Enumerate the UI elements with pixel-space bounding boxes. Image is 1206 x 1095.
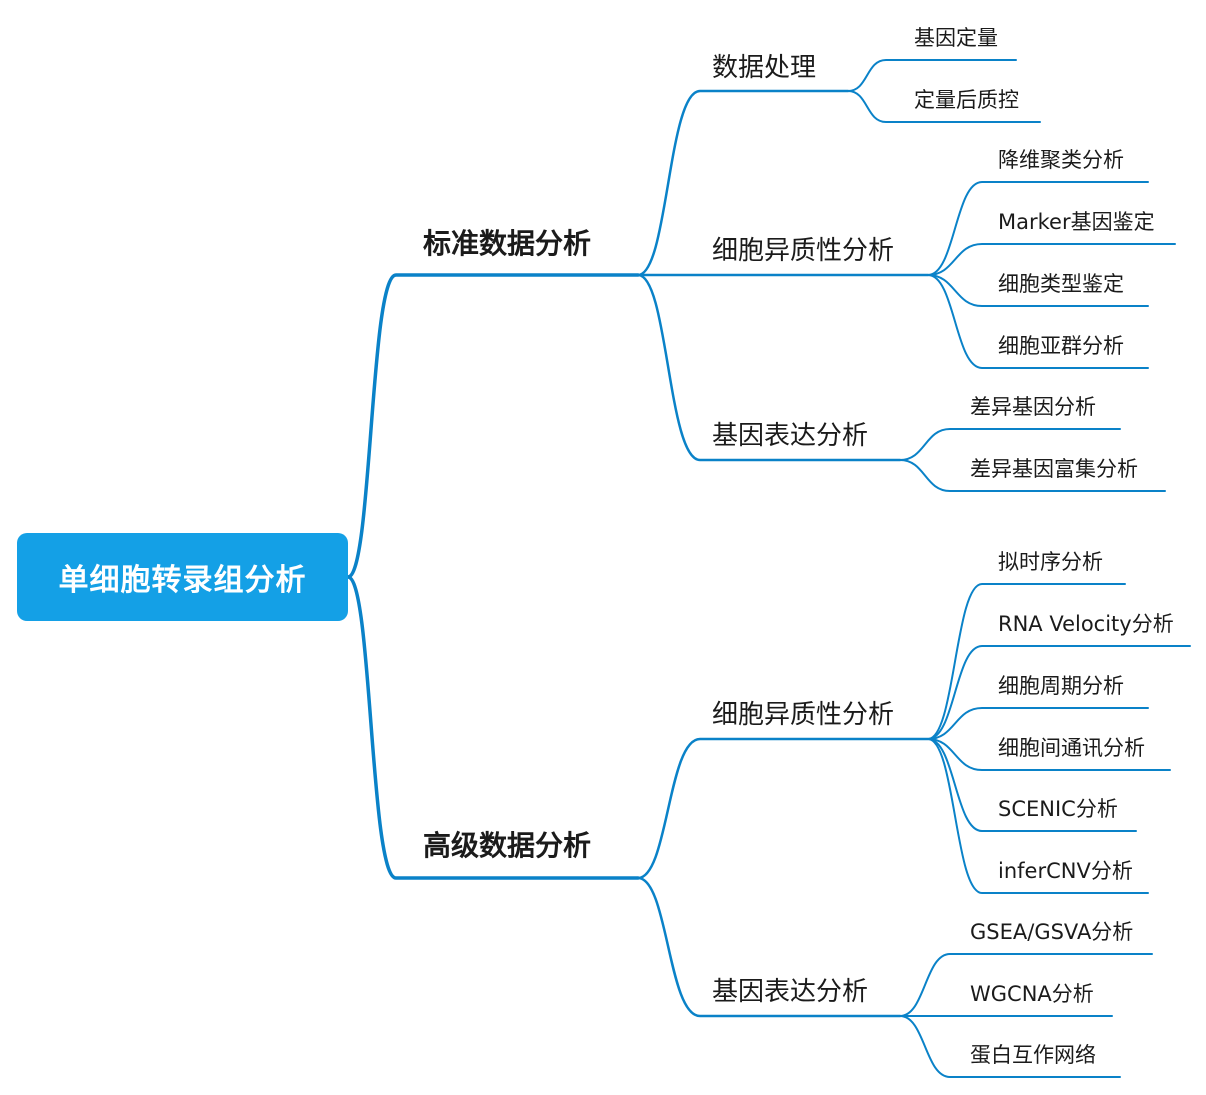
link-pseudotime [927, 583, 1126, 740]
link-standard-expression [636, 273, 902, 462]
node-data-processing[interactable]: 数据处理 [712, 53, 817, 83]
leaf-cell-cycle[interactable]: 细胞周期分析 [998, 674, 1124, 698]
link-gsea [899, 953, 1153, 1017]
node-advanced-expression[interactable]: 基因表达分析 [712, 977, 869, 1007]
leaf-ppi-network[interactable]: 蛋白互作网络 [970, 1043, 1096, 1067]
leaf-gsea-gsva[interactable]: GSEA/GSVA分析 [970, 920, 1134, 944]
branch-standard-analysis[interactable]: 标准数据分析 [423, 227, 592, 260]
link-scenic [927, 738, 1137, 832]
leaf-deg[interactable]: 差异基因分析 [970, 395, 1096, 419]
leaf-infercnv[interactable]: inferCNV分析 [998, 859, 1133, 883]
link-dimred [927, 181, 1149, 276]
link-infercnv [927, 738, 1149, 894]
leaf-rna-velocity[interactable]: RNA Velocity分析 [998, 612, 1174, 636]
link-gene-quant [847, 59, 1017, 92]
link-advanced-heterogeneity [636, 737, 930, 880]
branch-advanced-analysis[interactable]: 高级数据分析 [423, 829, 592, 862]
link-standard-data-processing [636, 89, 850, 277]
leaf-wgcna[interactable]: WGCNA分析 [970, 982, 1094, 1006]
link-celltype [927, 274, 1149, 307]
leaf-marker-gene[interactable]: Marker基因鉴定 [998, 210, 1155, 234]
leaf-gene-quant[interactable]: 基因定量 [914, 26, 998, 50]
link-cellcomm [927, 738, 1171, 771]
link-qc [847, 90, 1041, 123]
node-standard-expression[interactable]: 基因表达分析 [712, 421, 869, 451]
link-ppi [899, 1015, 1121, 1078]
leaf-cell-type[interactable]: 细胞类型鉴定 [998, 272, 1124, 296]
link-marker [927, 243, 1176, 276]
link-subcluster [927, 274, 1149, 369]
leaf-dimred-cluster[interactable]: 降维聚类分析 [998, 148, 1124, 172]
link-root-standard [346, 273, 640, 579]
node-advanced-heterogeneity[interactable]: 细胞异质性分析 [712, 700, 895, 730]
link-advanced-expression [636, 876, 902, 1018]
leaf-post-quant-qc[interactable]: 定量后质控 [914, 88, 1019, 112]
link-rna-velocity [927, 645, 1191, 740]
link-deg-enrich [899, 459, 1166, 492]
leaf-pseudotime[interactable]: 拟时序分析 [998, 550, 1103, 574]
leaf-deg-enrichment[interactable]: 差异基因富集分析 [970, 457, 1138, 481]
link-root-advanced [346, 575, 640, 880]
leaf-cell-communication[interactable]: 细胞间通讯分析 [998, 736, 1145, 760]
leaf-cell-subcluster[interactable]: 细胞亚群分析 [998, 334, 1124, 358]
link-deg [899, 428, 1121, 461]
root-node[interactable]: 单细胞转录组分析 [17, 533, 348, 621]
leaf-scenic[interactable]: SCENIC分析 [998, 797, 1118, 821]
node-standard-heterogeneity[interactable]: 细胞异质性分析 [712, 236, 895, 266]
link-cellcycle [927, 707, 1149, 740]
